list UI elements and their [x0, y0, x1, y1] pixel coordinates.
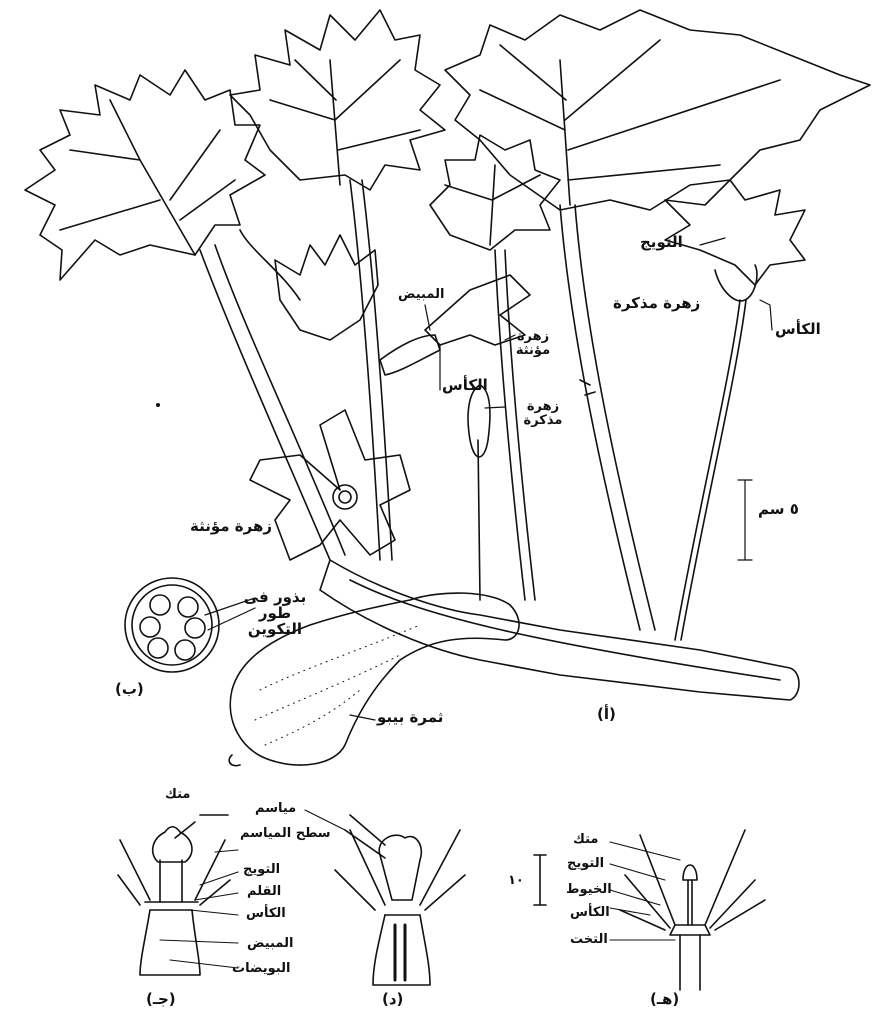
label-male-flower-top: زهرة مذكرة [613, 296, 700, 312]
label-male-flower-mid: زهرة مذكرة [522, 400, 564, 427]
label-calyx-top: الكأس [775, 322, 821, 338]
label-e-corolla: التويج [567, 857, 604, 871]
label-ovary: المبيض [398, 288, 444, 302]
label-e-anther: متك [573, 833, 598, 847]
label-e-receptacle: التخت [570, 933, 608, 947]
leaf-left [25, 70, 265, 280]
label-c-ovules: البويضات [232, 962, 290, 976]
petioles [200, 180, 655, 630]
label-female-flower-1: زهرة مؤنثة [513, 330, 553, 357]
leaf-center-left [230, 10, 445, 190]
label-e-filaments: الخيوط [566, 883, 612, 897]
label-fruit: ثمرة بيبو [377, 710, 443, 726]
label-e-scale: ١٠ [508, 874, 524, 888]
label-corolla: التويج [640, 235, 683, 251]
panel-label-d: (د) [382, 992, 403, 1008]
label-c-anther: متك [165, 788, 190, 802]
female-flower-section [118, 815, 230, 975]
female-flower-section-2 [335, 815, 465, 985]
panel-label-b: (ب) [115, 682, 144, 698]
label-calyx-mid: الكأس [442, 378, 488, 394]
label-seeds: بذور فى طور التكوين [235, 590, 315, 637]
main-stem [320, 560, 799, 700]
label-c-corolla: التويج [243, 863, 280, 877]
label-female-flower-2: زهرة مؤنثة [190, 519, 272, 535]
label-c-calyx: الكأس [246, 907, 286, 921]
female-flower-open [250, 410, 410, 560]
male-flower-section [534, 830, 765, 990]
ovary-cross-section [125, 578, 219, 672]
label-c-style: القلم [247, 885, 281, 899]
leaf-mid-small [430, 135, 560, 250]
label-scale-5cm: ٥ سم [758, 502, 799, 518]
panel-label-a: (أ) [597, 707, 616, 723]
panel-label-e: (هـ) [650, 992, 679, 1008]
leaf-right [445, 10, 870, 210]
label-c-ovary: المبيض [247, 937, 293, 951]
label-c-stigma-surface: سطح المياسم [240, 827, 331, 841]
label-c-stigmas: مياسم [255, 802, 296, 816]
male-flower-top-right [665, 180, 805, 640]
label-e-calyx: الكأس [570, 906, 610, 920]
panel-label-c: (جـ) [146, 992, 176, 1008]
